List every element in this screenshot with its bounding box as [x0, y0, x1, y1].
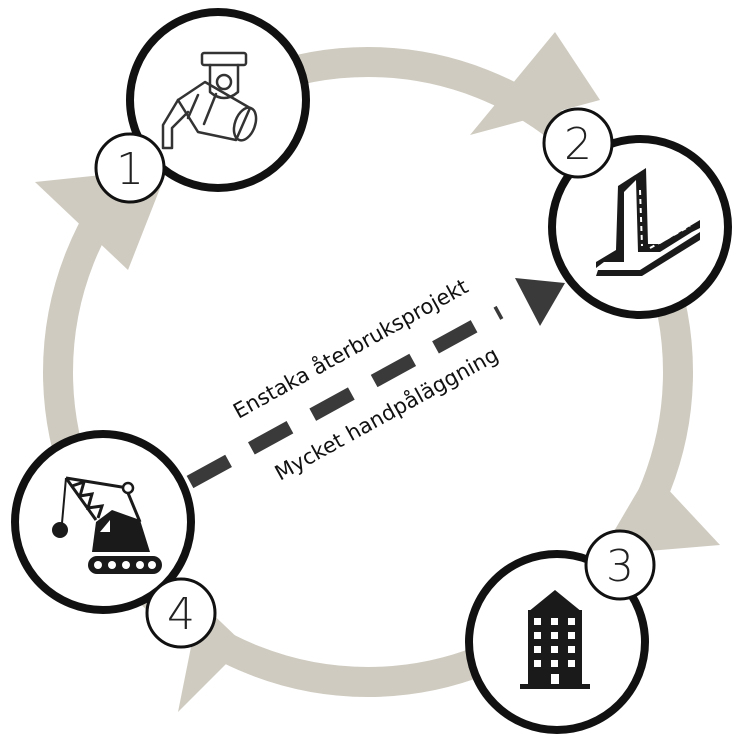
- step-number-1: 1: [116, 144, 144, 195]
- step-node-2: 2: [542, 107, 732, 319]
- step-number-badge-1: [94, 132, 166, 204]
- shortcut-dashed-arrow: [186, 305, 504, 489]
- step-node-3: 3: [465, 529, 656, 734]
- steel-beam-icon: [596, 168, 700, 276]
- step-node-4: 4: [11, 430, 217, 649]
- step-number-3: 3: [606, 541, 634, 592]
- step-node-1: 1: [94, 8, 310, 204]
- shortcut-arrowhead: [515, 278, 565, 326]
- demolition-crane-icon: [52, 476, 162, 574]
- step-number-4: 4: [167, 589, 195, 640]
- cycle-ring: [43, 47, 693, 697]
- ring-arrowhead-1-to-2: [470, 32, 600, 135]
- step-number-badge-4: [145, 577, 217, 649]
- step-number-2: 2: [564, 119, 592, 170]
- step-number-badge-3: [584, 529, 656, 601]
- step-number-badge-2: [542, 107, 614, 179]
- apartment-building-icon: [520, 590, 590, 689]
- cement-mixer-pour-icon: [161, 51, 258, 150]
